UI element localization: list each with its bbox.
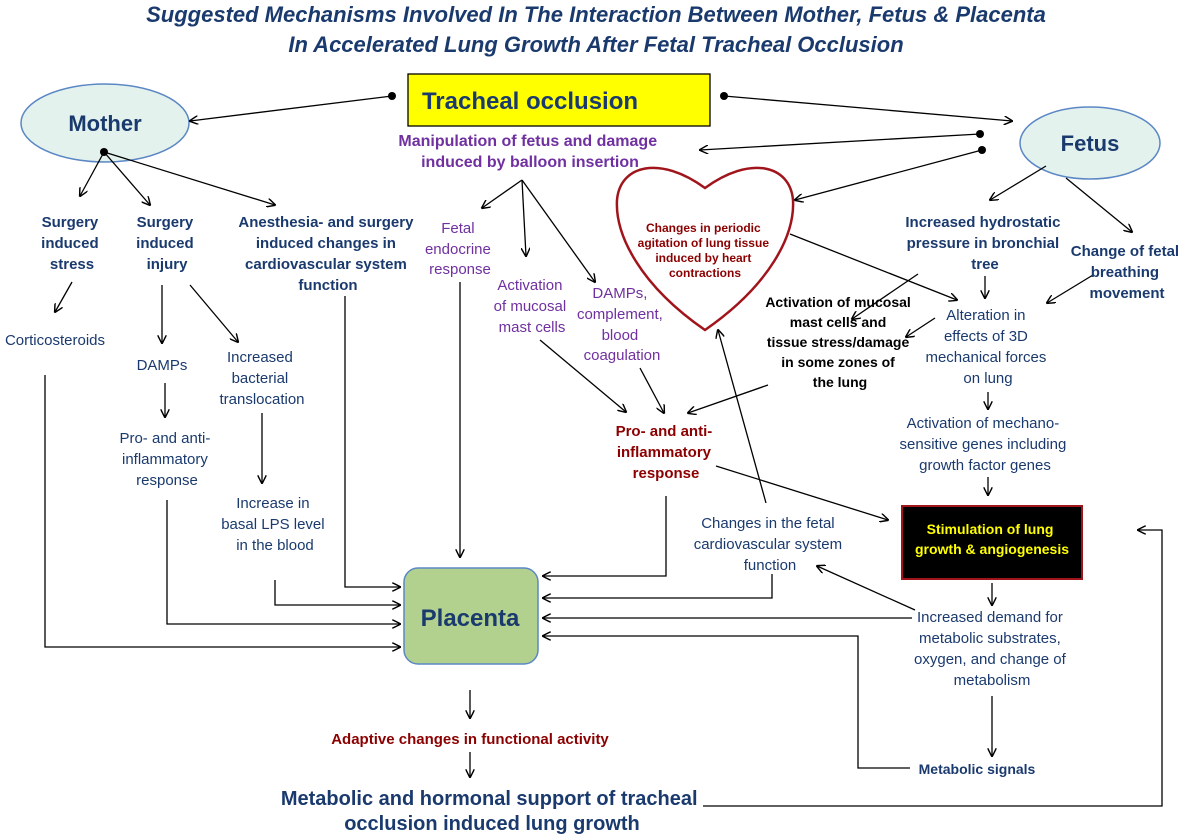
metabolic-signals-text: Metabolic signals: [919, 761, 1036, 777]
metabolic-demand-text: Increased demand for metabolic substrate…: [914, 609, 1070, 689]
fetal-endocrine-text: Fetal endocrine response: [425, 220, 495, 278]
tracheal-occlusion-box: [407, 73, 711, 127]
connectors: [44, 92, 1163, 807]
anesthesia-text: Anesthesia- and surgery induced changes …: [238, 214, 417, 294]
pro-anti-mother-text: Pro- and anti- inflammatory response: [119, 430, 214, 489]
fetus-label: Fetus: [1061, 131, 1120, 156]
pro-anti-center-text: Pro- and anti- inflammatory response: [616, 423, 717, 482]
bacterial-text: Increased bacterial translocation: [219, 349, 304, 408]
mother-label: Mother: [68, 111, 142, 136]
damps-complement-text: DAMPs, complement, blood coagulation: [577, 285, 667, 364]
stimulation-box: [901, 505, 1083, 580]
fetus-ellipse: [1019, 106, 1161, 180]
surgery-injury-text: Surgery induced injury: [136, 214, 198, 273]
placenta-label: Placenta: [421, 605, 520, 632]
hydrostatic-text: Increased hydrostatic pressure in bronch…: [905, 214, 1064, 273]
heart-shape: [615, 166, 795, 332]
manipulation-text: Manipulation of fetus and damage induced…: [398, 133, 661, 171]
diagram-title-line1: Suggested Mechanisms Involved In The Int…: [146, 2, 1046, 27]
stimulation-text: Stimulation of lung growth & angiogenesi…: [915, 521, 1069, 557]
metabolic-support-text: Metabolic and hormonal support of trache…: [281, 788, 703, 835]
breathing-text: Change of fetal breathing movement: [1071, 243, 1184, 302]
diagram-title-line2: In Accelerated Lung Growth After Fetal T…: [288, 32, 903, 57]
tracheal-occlusion-label: Tracheal occlusion: [422, 88, 638, 115]
fetal-cv-text: Changes in the fetal cardiovascular syst…: [694, 515, 847, 574]
damps-mother-text: DAMPs: [137, 357, 188, 374]
adaptive-text: Adaptive changes in functional activity: [331, 731, 609, 748]
placenta-box: [403, 567, 539, 665]
alteration-3d-text: Alteration in effects of 3D mechanical f…: [925, 307, 1050, 387]
mast-cells-black-text: Activation of mucosal mast cells and tis…: [765, 294, 914, 390]
corticosteroids-text: Corticosteroids: [5, 332, 105, 349]
heart-text: Changes in periodic agitation of lung ti…: [638, 221, 773, 280]
lps-text: Increase in basal LPS level in the blood: [221, 495, 329, 554]
mechano-genes-text: Activation of mechano- sensitive genes i…: [900, 415, 1071, 474]
surgery-stress-text: Surgery induced stress: [41, 214, 103, 273]
mast-cells-purple-text: Activation of mucosal mast cells: [494, 277, 571, 336]
